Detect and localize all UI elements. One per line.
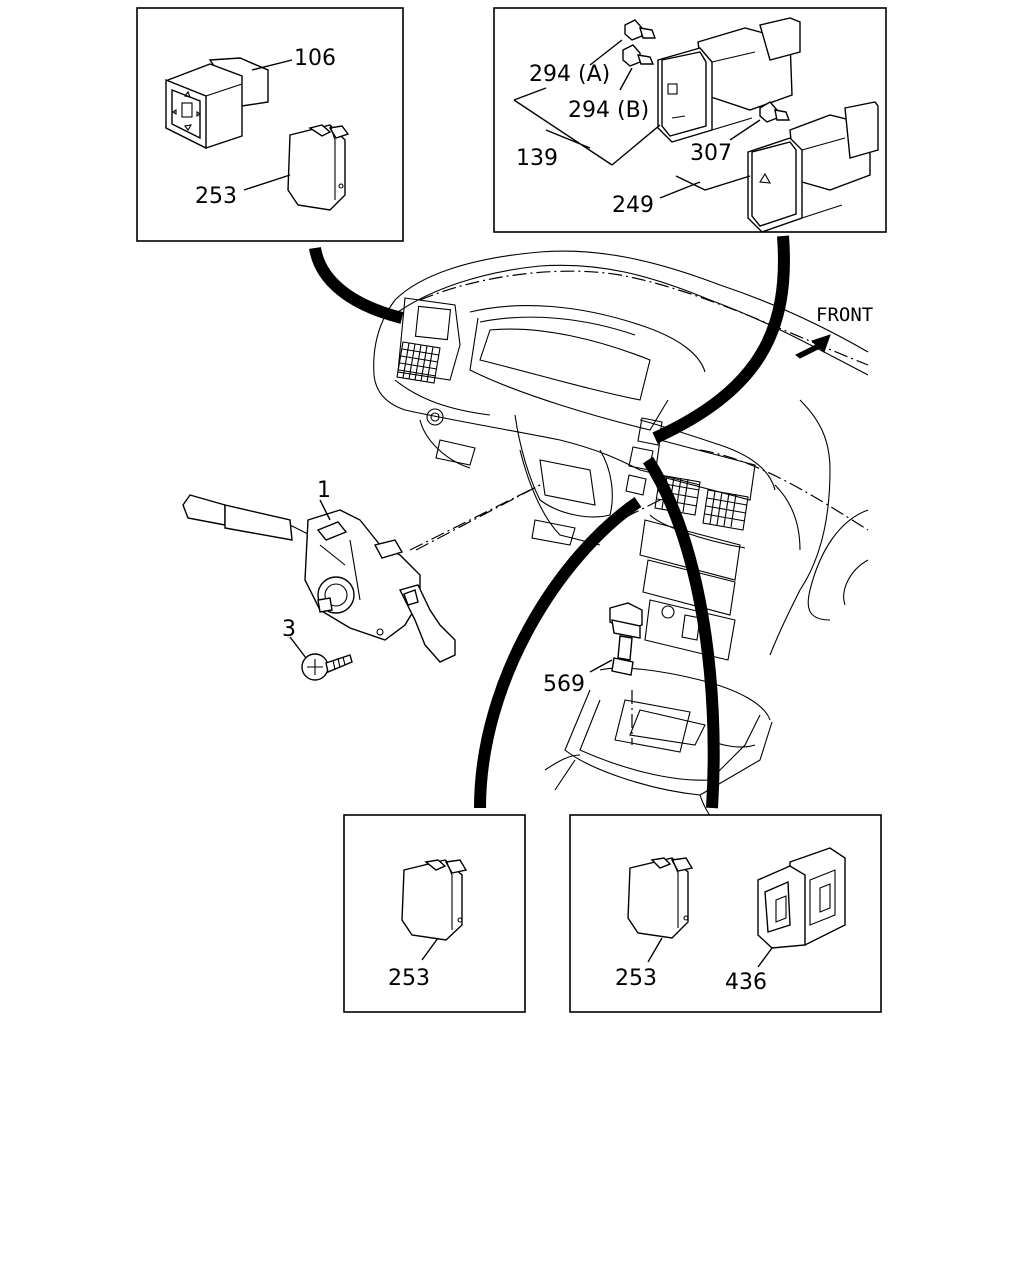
bulb-294a bbox=[624, 19, 657, 41]
callout-294b: 294 (B) bbox=[568, 98, 649, 123]
hazard-switch bbox=[747, 101, 879, 233]
callout-box-mirror-switch: 106 253 bbox=[136, 7, 404, 242]
blank-cover-bottom-right bbox=[627, 857, 694, 939]
screw-3 bbox=[301, 653, 353, 681]
blank-cover-bottom-left bbox=[401, 859, 468, 941]
front-label: FRONT bbox=[816, 304, 873, 326]
callout-253-bottom-left: 253 bbox=[388, 966, 430, 991]
blank-cover-top bbox=[287, 124, 350, 211]
bulb-307 bbox=[759, 101, 791, 123]
center-vent-right bbox=[702, 489, 749, 531]
callout-253-bottom-right: 253 bbox=[615, 966, 657, 991]
callout-box-hazard-switch: 294 (A) 294 (B) 139 307 bbox=[493, 7, 887, 233]
callout-106: 106 bbox=[294, 46, 336, 71]
callout-139: 139 bbox=[516, 146, 558, 171]
callout-box-dimmer-switch: 253 436 bbox=[569, 814, 882, 1013]
callout-307: 307 bbox=[690, 141, 732, 166]
bulb-294b bbox=[622, 44, 655, 67]
callout-569: 569 bbox=[543, 672, 585, 697]
left-vent bbox=[396, 341, 441, 384]
callout-249: 249 bbox=[612, 193, 654, 218]
dimmer-switch bbox=[757, 847, 846, 949]
callout-3: 3 bbox=[282, 617, 296, 642]
reference-lines bbox=[415, 270, 869, 745]
callout-436: 436 bbox=[725, 970, 767, 995]
callout-294a: 294 (A) bbox=[529, 62, 610, 87]
combination-switch bbox=[182, 484, 541, 663]
callout-leaders bbox=[309, 235, 790, 809]
front-indicator: FRONT bbox=[795, 304, 873, 359]
relay-569 bbox=[609, 602, 643, 676]
dashboard-outline bbox=[373, 250, 869, 829]
warning-triangle-icon bbox=[759, 172, 771, 184]
callout-box-blank-cover: 253 bbox=[343, 814, 526, 1013]
callout-1: 1 bbox=[317, 478, 331, 503]
front-arrow-icon bbox=[795, 334, 831, 359]
callout-253-top: 253 bbox=[195, 184, 237, 209]
switch-139 bbox=[657, 17, 801, 143]
